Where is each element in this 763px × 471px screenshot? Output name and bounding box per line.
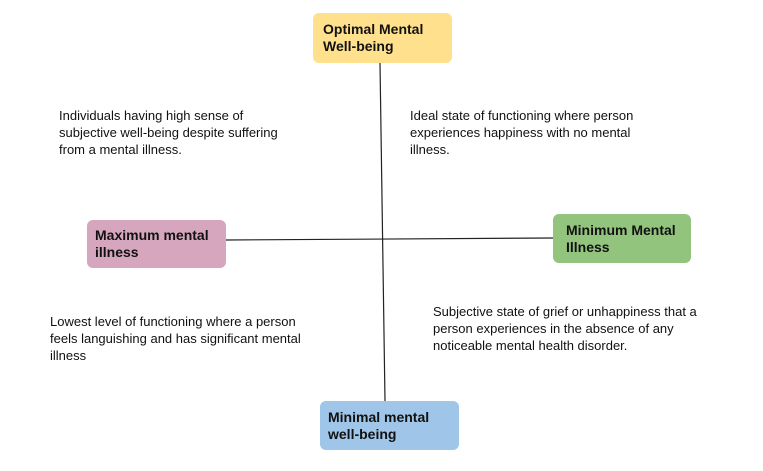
node-label-line: Illness — [566, 238, 610, 255]
description-line: Subjective state of grief or unhappiness… — [433, 304, 697, 319]
quadrant-description-bottom-left: Lowest level of functioning where a pers… — [50, 313, 301, 364]
node-optimal-mental-well-being: Optimal Mental Well-being — [313, 13, 452, 63]
node-minimal-mental-well-being: Minimal mental well-being — [320, 401, 459, 450]
description-line: from a mental illness. — [59, 142, 182, 157]
description-line: person experiences in the absence of any — [433, 321, 674, 336]
quadrant-description-top-left: Individuals having high sense of subject… — [59, 107, 278, 158]
node-minimum-mental-illness: Minimum Mental Illness — [553, 214, 691, 263]
quadrant-description-bottom-right: Subjective state of grief or unhappiness… — [433, 303, 697, 354]
description-line: subjective well-being despite suffering — [59, 125, 278, 140]
node-label-line: Maximum mental — [95, 227, 209, 243]
description-line: Lowest level of functioning where a pers… — [50, 314, 296, 329]
description-line: feels languishing and has significant me… — [50, 331, 301, 346]
node-label-line: well-being — [328, 425, 397, 442]
node-label-line: illness — [95, 244, 139, 260]
node-maximum-mental-illness: Maximum mental illness — [87, 220, 226, 268]
vertical-axis-line — [379, 62, 386, 402]
node-label-line: Well-being — [323, 38, 394, 54]
description-line: experiences happiness with no mental — [410, 125, 631, 140]
node-label-line: Minimal mental — [328, 408, 430, 425]
node-label-line: Minimum Mental — [566, 221, 676, 238]
description-line: illness. — [410, 142, 450, 157]
horizontal-axis-line — [225, 237, 554, 241]
description-line: Ideal state of functioning where person — [410, 108, 634, 123]
description-line: illness — [50, 348, 87, 363]
node-label-line: Optimal Mental — [323, 21, 424, 37]
description-line: Individuals having high sense of — [59, 108, 244, 123]
quadrant-description-top-right: Ideal state of functioning where person … — [410, 107, 633, 158]
description-line: noticeable mental health disorder. — [433, 338, 628, 353]
